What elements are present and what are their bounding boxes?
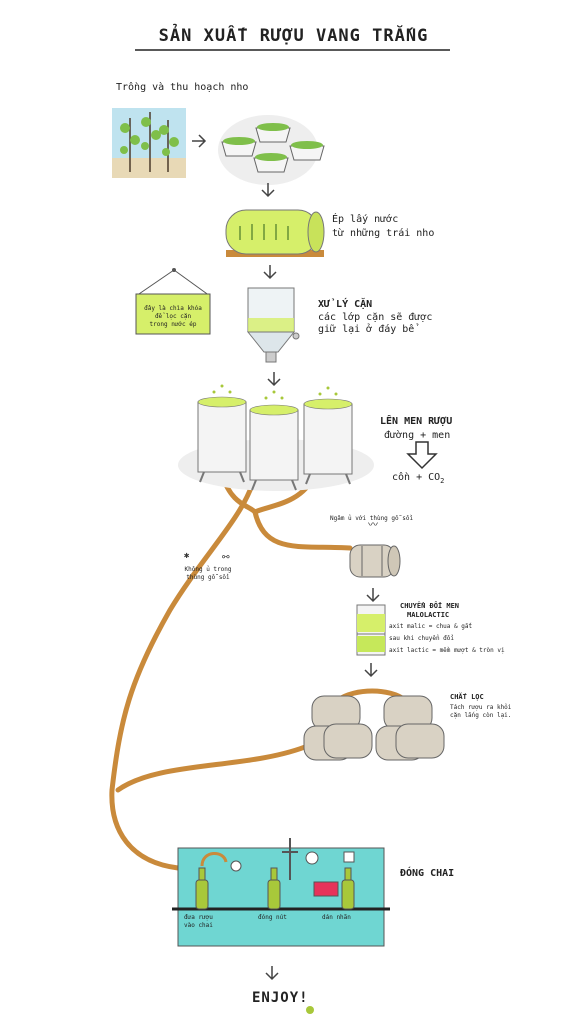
bottling-machine-illustration	[172, 838, 390, 947]
smiley-icon	[306, 1006, 314, 1014]
arrow-down-icon	[263, 265, 277, 280]
oak-label: Ngâm ủ với thùng gỗ sồi	[330, 515, 414, 522]
sign-text-line3: trong nước ép	[149, 321, 197, 328]
malolactic-line3: axit lactic = mềm mượt & tròn vị	[389, 647, 505, 654]
malolactic-tank-illustration	[356, 604, 386, 656]
malolactic-title1: CHUYỂN ĐỔI MEN	[400, 602, 460, 610]
settling-tank-illustration	[246, 287, 300, 363]
arrow-right-icon	[192, 134, 207, 148]
fermentation-result: cồn + CO2	[392, 472, 444, 486]
fining-line2: cặn lắng còn lại.	[450, 712, 512, 719]
settling-line1: các lớp cặn sẽ được	[318, 312, 433, 323]
bottling-cork-label: đóng nút	[258, 914, 287, 921]
fining-line1: Tách rượu ra khỏi	[450, 704, 512, 711]
mustache-icon: 〰	[368, 520, 378, 531]
sign-text-line1: đây là chìa khóa	[144, 305, 202, 312]
no-oak-line2: thùng gỗ sồi	[186, 574, 230, 581]
press-label-line2: từ những trái nho	[332, 228, 435, 239]
no-oak-line1: Không ủ trong	[184, 566, 232, 573]
malolactic-line2: sau khi chuyển đổi	[389, 635, 455, 642]
fermentation-title: LÊN MEN RƯỢU	[380, 416, 453, 427]
settling-title: XỬ LÝ CẶN	[318, 299, 373, 310]
pipe-main-left	[109, 482, 255, 871]
arrow-down-icon	[267, 372, 281, 387]
malolactic-title2: MALOLACTIC	[407, 611, 450, 619]
page-title: SẢN XUẤT RƯỢU VANG TRẮNG	[158, 26, 429, 46]
press-illustration	[225, 209, 325, 257]
bottling-label-label: dán nhãn	[322, 914, 351, 921]
bottling-title: ĐÓNG CHAI	[400, 868, 455, 879]
bottle-sketch-icon: ✱	[184, 551, 190, 561]
vineyard-illustration	[112, 108, 186, 178]
arrow-down-bold-icon	[406, 441, 438, 470]
press-label-line1: Ép lấy nước	[332, 214, 399, 225]
hanging-sign-illustration	[135, 268, 211, 335]
fermentation-tanks-illustration	[178, 384, 374, 491]
fining-title: CHẮT LỌC	[450, 693, 484, 701]
settling-line2: giữ lại ở đáy bể	[318, 324, 415, 335]
bottling-fill-line1: đưa rượu	[184, 914, 213, 921]
pipe-fining-down	[115, 742, 313, 793]
malolactic-line1: axit malic = chua & gắt	[389, 623, 473, 630]
arrow-down-icon	[265, 966, 279, 981]
fermentation-result-subscript: 2	[440, 477, 445, 485]
oak-barrel-illustration	[349, 544, 401, 578]
pipe-to-oak	[252, 509, 353, 551]
arrow-down-icon	[261, 183, 275, 198]
bottling-fill-line2: vào chai	[184, 922, 213, 929]
bone-sketch-icon: ⚯	[222, 553, 230, 563]
fining-barrels-illustration	[303, 695, 445, 761]
sign-text-line2: để lọc cặn	[154, 313, 192, 320]
fermentation-line1: đường + men	[384, 430, 451, 441]
arrow-down-icon	[366, 588, 380, 603]
fermentation-result-text: cồn + CO	[392, 472, 441, 483]
pipes	[109, 472, 408, 871]
enjoy-text: ENJOY!	[252, 990, 309, 1006]
grape-baskets-illustration	[218, 115, 325, 185]
harvest-label: Trồng và thu hoạch nho	[116, 82, 249, 93]
arrow-down-icon	[364, 663, 378, 678]
